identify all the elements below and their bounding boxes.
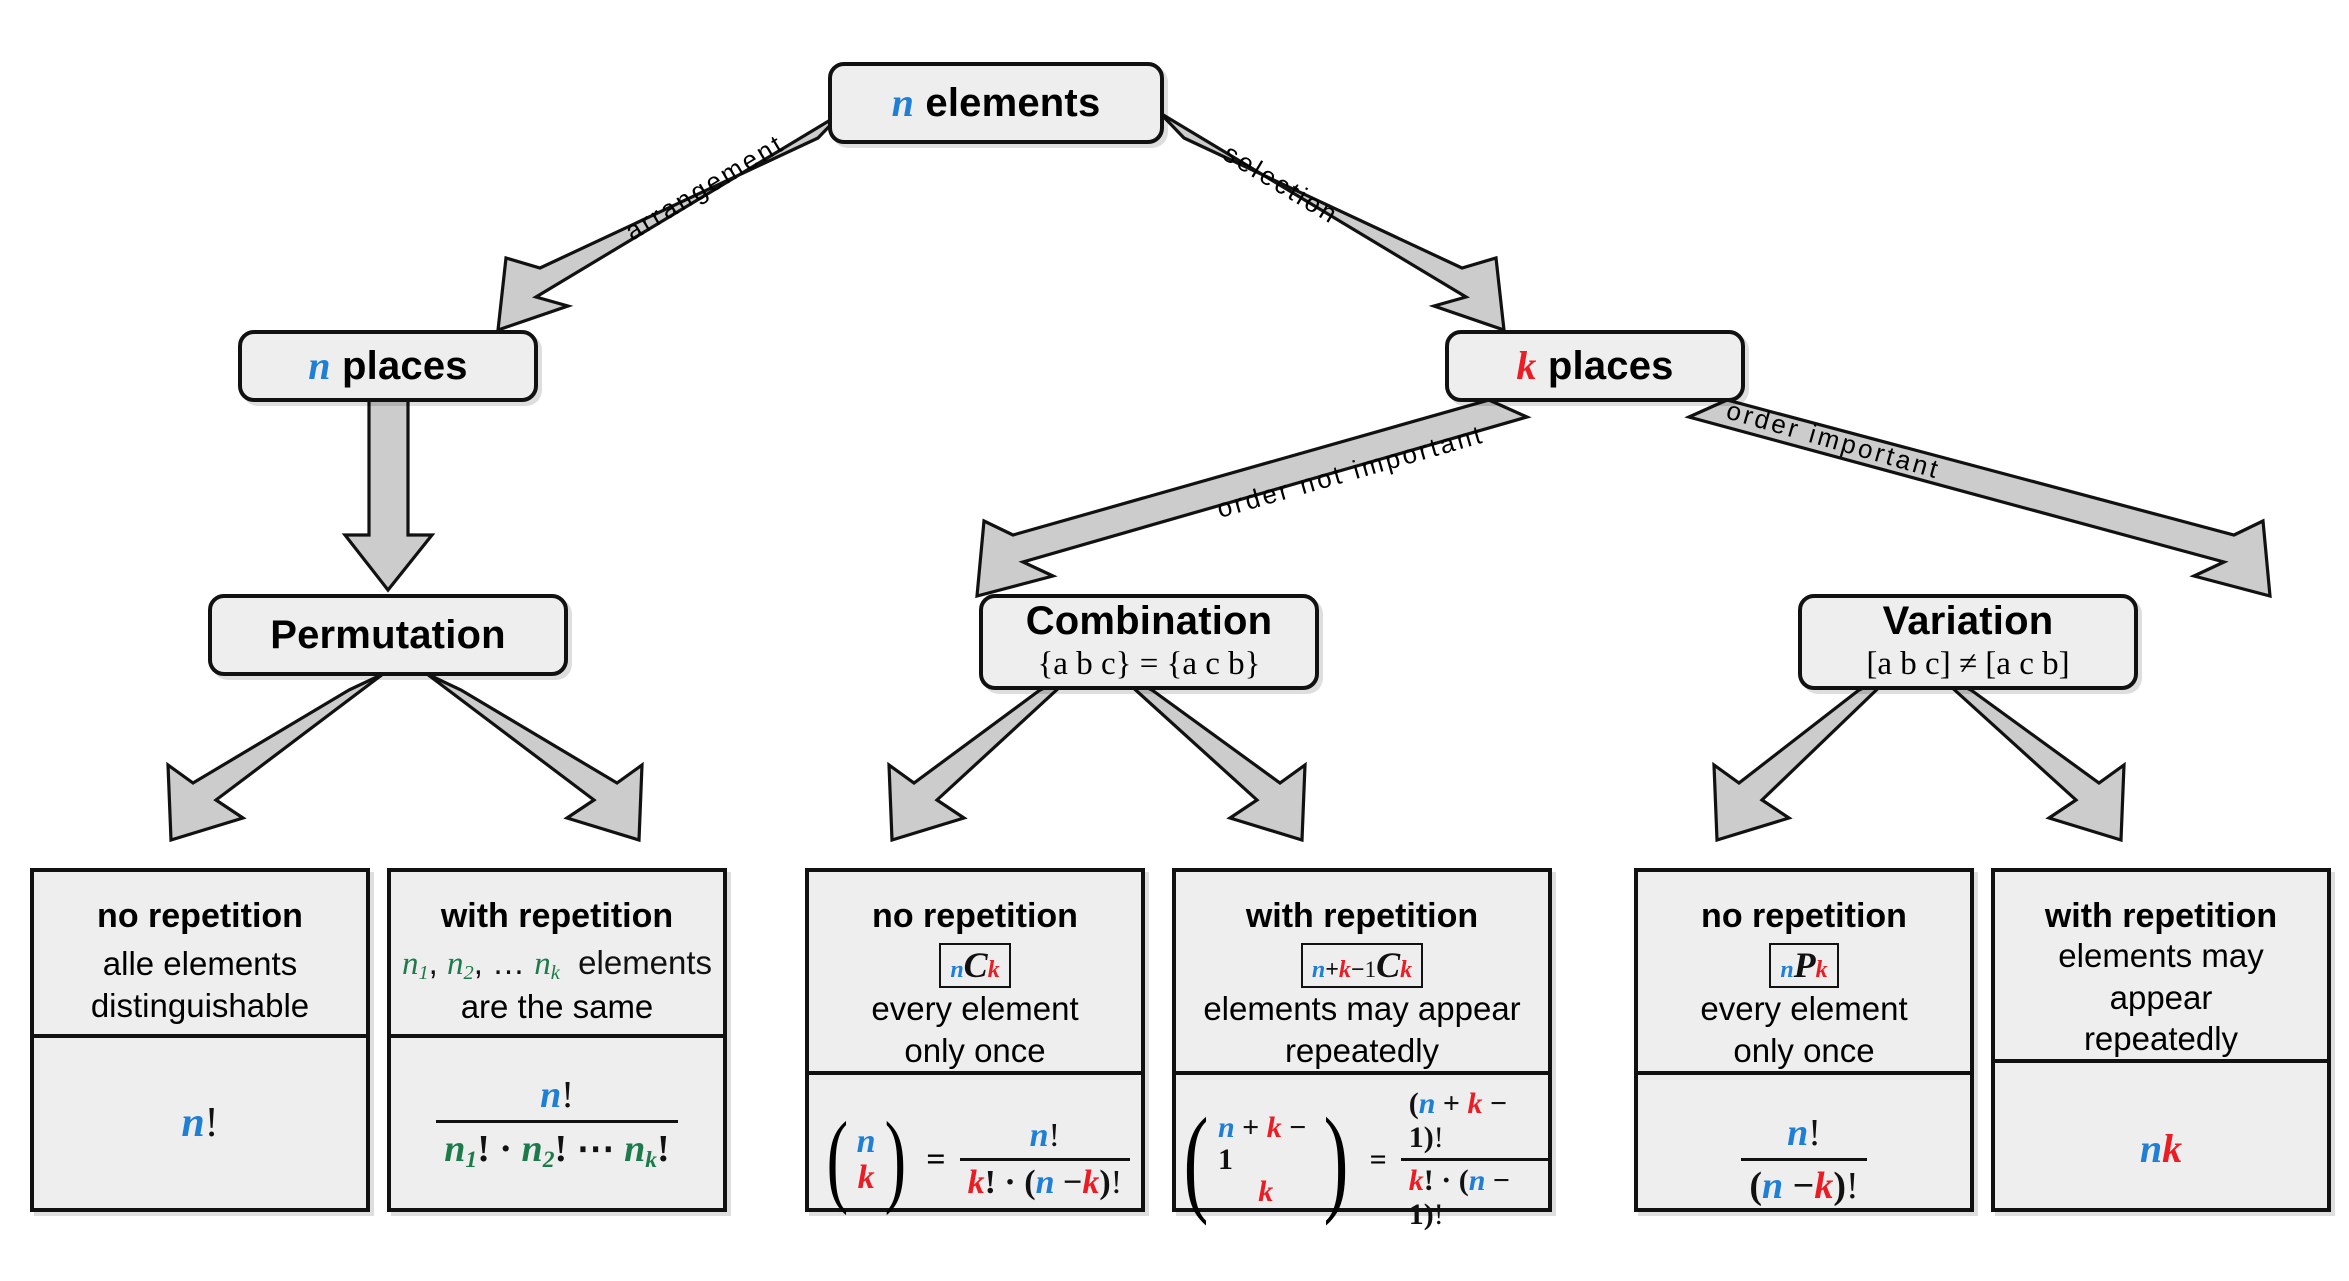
edge-label-selection: selection bbox=[1218, 137, 1345, 231]
leaf-description: n1, n2, … nk elements are the same bbox=[401, 943, 713, 1026]
symbol-k: k bbox=[1516, 343, 1537, 388]
desc-line-2: are the same bbox=[460, 988, 654, 1026]
desc-line-2: distinguishable bbox=[90, 986, 310, 1024]
leaf-notation-badge: nCk bbox=[939, 943, 1011, 989]
leaf-upper: with repetition elements may appear repe… bbox=[1995, 872, 2327, 1064]
desc-line-1: every element bbox=[1700, 990, 1908, 1028]
leaf-combination-with-repetition[interactable]: with repetition n+k−1Ck elements may app… bbox=[1172, 868, 1552, 1231]
leaf-description: elements may appear repeatedly bbox=[1193, 988, 1530, 1071]
arrow-combination-to-leaf-3 bbox=[887, 672, 1076, 843]
edge-label-order-important: order important bbox=[1723, 394, 1945, 485]
node-k-places-text: places bbox=[1547, 344, 1674, 388]
arrow-permutation-to-leaf-1 bbox=[166, 672, 384, 843]
leaf-description: alle elements distinguishable bbox=[81, 943, 319, 1026]
leaf-description: every element only once bbox=[861, 988, 1088, 1071]
arrow-permutation-to-leaf-2 bbox=[426, 672, 644, 843]
leaf-variation-no-repetition[interactable]: no repetition nPk every element only onc… bbox=[1634, 868, 1974, 1212]
arrow-combination-to-leaf-4 bbox=[1116, 672, 1307, 843]
desc-line-1: elements may appear bbox=[1203, 990, 1521, 1028]
leaf-permutation-no-repetition[interactable]: no repetition alle elements distinguisha… bbox=[30, 868, 370, 1212]
node-variation-subtitle: [a b c] ≠ [a c b] bbox=[1866, 646, 2070, 683]
leaf-formula: ( n + k − 1 k ) = (n + k − 1)! k! · (n −… bbox=[1176, 1075, 1548, 1245]
arrow-variation-to-leaf-6 bbox=[1935, 672, 2126, 843]
node-combination[interactable]: Combination {a b c} = {a c b} bbox=[979, 594, 1319, 690]
node-permutation[interactable]: Permutation bbox=[208, 594, 568, 676]
leaf-description: elements may appear repeatedly bbox=[1995, 935, 2327, 1059]
leaf-upper: no repetition alle elements distinguisha… bbox=[34, 872, 366, 1038]
leaf-header: no repetition bbox=[872, 897, 1078, 935]
desc-line-2: repeatedly bbox=[1284, 1031, 1440, 1069]
node-n-places[interactable]: n places bbox=[238, 330, 538, 402]
node-n-places-text: places bbox=[342, 344, 468, 388]
node-combination-subtitle: {a b c} = {a c b} bbox=[1037, 646, 1261, 683]
desc-line-1: alle elements bbox=[102, 945, 298, 983]
leaf-upper: with repetition n1, n2, … nk elements ar… bbox=[391, 872, 723, 1038]
node-k-places[interactable]: k places bbox=[1445, 330, 1745, 402]
node-variation[interactable]: Variation [a b c] ≠ [a c b] bbox=[1798, 594, 2138, 690]
symbol-n: n bbox=[181, 1100, 205, 1146]
node-n-elements-text: elements bbox=[925, 81, 1101, 125]
leaf-description: every element only once bbox=[1690, 988, 1917, 1071]
leaf-header: with repetition bbox=[1245, 897, 1479, 935]
leaf-header: no repetition bbox=[1701, 897, 1907, 935]
leaf-notation-badge: n+k−1Ck bbox=[1300, 943, 1424, 989]
node-variation-title: Variation bbox=[1882, 599, 2054, 644]
leaf-formula: n! (n −k)! bbox=[1638, 1075, 1970, 1245]
desc-line-2: repeatedly bbox=[2083, 1019, 2239, 1057]
symbol-n: n bbox=[308, 343, 331, 388]
edge-label-arrangement: arrangement bbox=[619, 127, 790, 247]
desc-line-1: elements may appear bbox=[2058, 937, 2264, 1016]
node-combination-title: Combination bbox=[1025, 599, 1273, 644]
symbol-k-exponent: k bbox=[2162, 1125, 2183, 1171]
leaf-header: with repetition bbox=[440, 897, 674, 935]
desc-line-1: every element bbox=[871, 990, 1079, 1028]
node-permutation-title: Permutation bbox=[270, 613, 506, 657]
leaf-upper: no repetition nPk every element only onc… bbox=[1638, 872, 1970, 1075]
node-k-places-title: k places bbox=[1516, 343, 1674, 388]
leaf-variation-with-repetition[interactable]: with repetition elements may appear repe… bbox=[1991, 868, 2331, 1212]
leaf-header: no repetition bbox=[97, 897, 303, 935]
leaf-formula: n! n1! · n2! ⋯ nk! bbox=[391, 1038, 723, 1208]
leaf-upper: with repetition n+k−1Ck elements may app… bbox=[1176, 872, 1548, 1075]
arrow-n-places-to-permutation bbox=[341, 398, 436, 593]
node-n-places-title: n places bbox=[308, 343, 468, 388]
leaf-upper: no repetition nCk every element only onc… bbox=[809, 872, 1141, 1075]
desc-line-2: only once bbox=[904, 1031, 1046, 1069]
edge-label-order-not-important: order not important bbox=[1213, 418, 1488, 524]
node-n-elements-title: n elements bbox=[891, 80, 1101, 125]
leaf-header: with repetition bbox=[2044, 897, 2278, 935]
arrow-variation-to-leaf-5 bbox=[1712, 672, 1895, 843]
leaf-formula: n! bbox=[34, 1038, 366, 1208]
symbol-n: n bbox=[2139, 1125, 2163, 1171]
symbol-factorial: ! bbox=[204, 1100, 219, 1146]
node-n-elements[interactable]: n elements bbox=[828, 62, 1164, 144]
symbol-n: n bbox=[891, 80, 915, 125]
desc-line-2: only once bbox=[1733, 1031, 1875, 1069]
leaf-permutation-with-repetition[interactable]: with repetition n1, n2, … nk elements ar… bbox=[387, 868, 727, 1212]
leaf-combination-no-repetition[interactable]: no repetition nCk every element only onc… bbox=[805, 868, 1145, 1212]
leaf-notation-badge: nPk bbox=[1769, 943, 1839, 989]
